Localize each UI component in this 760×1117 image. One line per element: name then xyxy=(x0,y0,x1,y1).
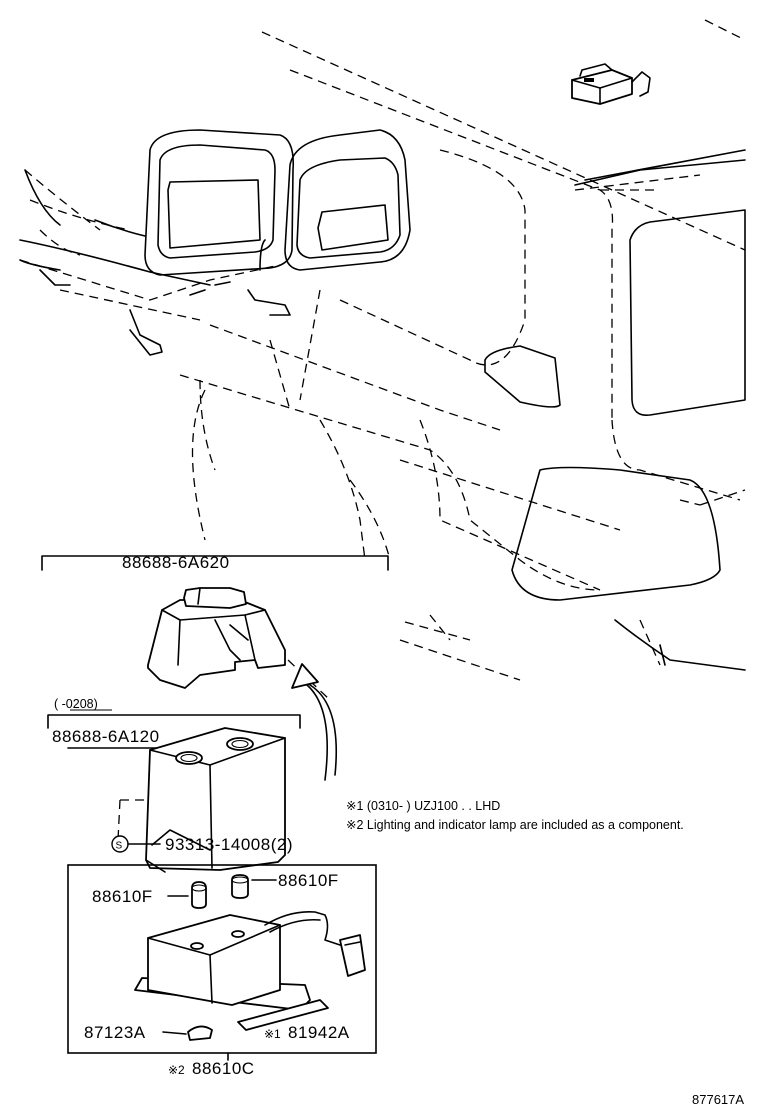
part-date-range: ( -0208) xyxy=(54,697,98,711)
bracket-old-bracket-line xyxy=(47,714,301,729)
part-label-clip: 87123A xyxy=(84,1023,146,1042)
bracket-old-group xyxy=(47,709,301,873)
quarter-window xyxy=(614,209,746,671)
label-strip-icon xyxy=(237,999,329,1031)
part-label-88610c: 88610C xyxy=(192,1059,255,1078)
bracket-new-group xyxy=(41,555,389,689)
leader-lines xyxy=(287,659,331,701)
bulb-left-icon xyxy=(167,881,207,909)
note-1: ※1 (0310- ) UZJ100 . . LHD xyxy=(346,799,500,813)
bulb-right-icon xyxy=(231,874,277,899)
side-panel xyxy=(484,149,746,601)
screw-symbol-text: S xyxy=(116,841,123,852)
lamp-body-icon xyxy=(134,910,366,1011)
note1-ref-marker: ※1 xyxy=(264,1027,281,1041)
lamp-housing-new xyxy=(147,587,286,689)
part-label-81942a: 81942A xyxy=(288,1023,350,1042)
clip-icon xyxy=(162,1025,213,1041)
part-label-88688-6a620: 88688-6A620 xyxy=(122,553,230,572)
lamp-assy-frame xyxy=(67,864,377,1054)
lamp-housing-old xyxy=(145,727,286,873)
screw-symbol-group xyxy=(111,835,161,853)
roof-lamp-icon xyxy=(571,63,651,105)
note2-ref-marker: ※2 xyxy=(168,1063,185,1077)
part-label-88688-6a120: 88688-6A120 xyxy=(52,727,160,746)
rear-seat xyxy=(19,129,411,356)
note-2: ※2 Lighting and indicator lamp are inclu… xyxy=(346,818,684,832)
direction-arrow xyxy=(291,663,338,781)
part-label-screw: 93313-14008(2) xyxy=(165,835,293,854)
lamp-assy-box xyxy=(67,864,377,1061)
part-label-bulb-left: 88610F xyxy=(92,887,153,906)
vehicle-outline xyxy=(19,19,746,681)
bracket-new-bracket-line xyxy=(41,555,389,571)
diagram-id: 877617A xyxy=(692,1092,744,1107)
part-label-bulb-right: 88610F xyxy=(278,871,339,890)
